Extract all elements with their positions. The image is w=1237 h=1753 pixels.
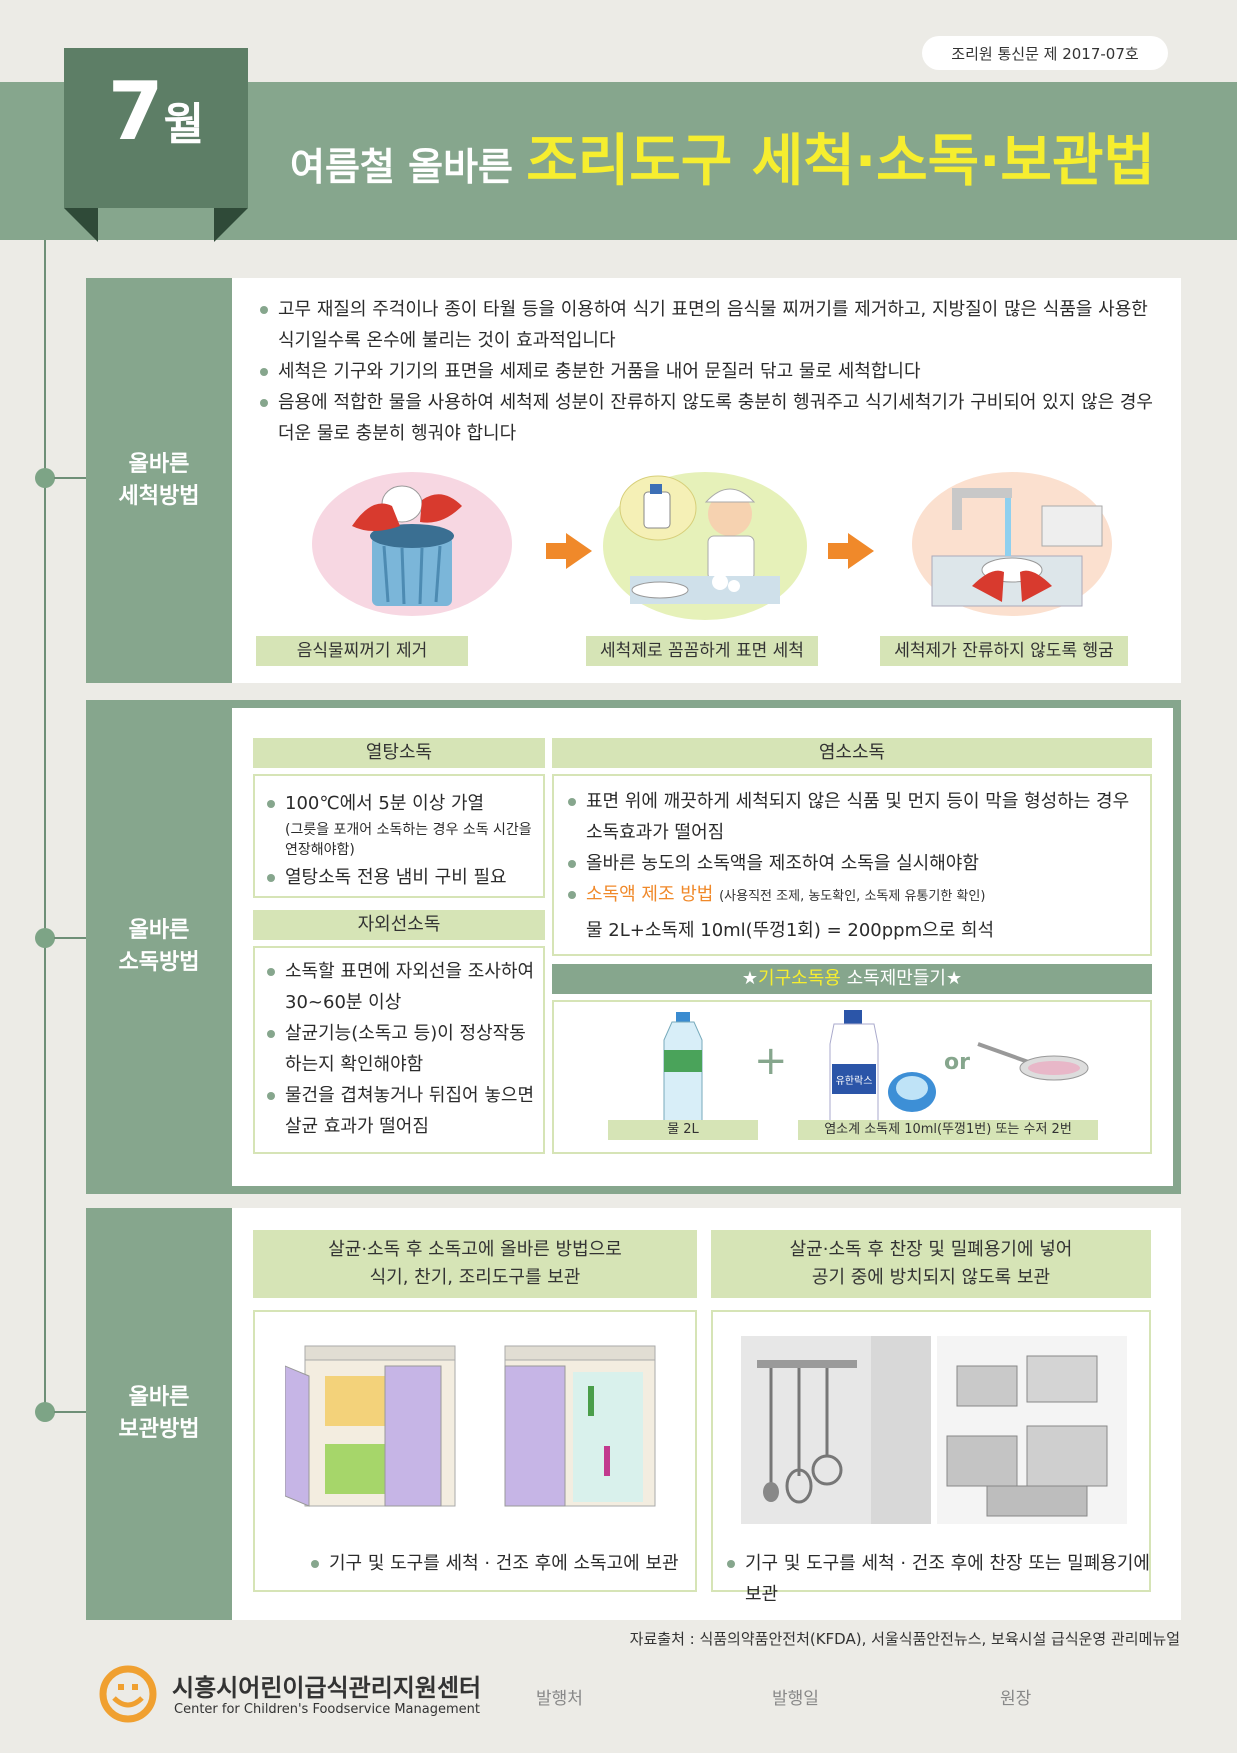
plus-icon: + [754,1038,788,1084]
center-name-en: Center for Children's Foodservice Manage… [174,1702,480,1717]
water-label: 물 2L [608,1120,758,1140]
sterilizer-cabinet-illustration [285,1345,456,1507]
make-box: + 유한락스 or 물 2L 염소계 소독제 10ml(뚜껑1번) 또는 수저 … [552,1000,1152,1154]
timeline-dot-wash [35,468,55,488]
timeline-connector [54,937,86,939]
or-label: or [944,1050,970,1075]
timeline-dot-disinfect [35,928,55,948]
washing-illustration [603,472,807,620]
make-title-accent: 기구소독용 [758,968,841,989]
step-caption: 세척제로 꼼꼼하게 표면 세척 [586,636,818,666]
step-caption: 세척제가 잔류하지 않도록 헹굼 [880,636,1128,666]
arrow-right-icon [566,533,592,569]
wash-bullets: 고무 재질의 주걱이나 종이 타월 등을 이용하여 식기 표면의 음식물 찌꺼기… [256,294,1156,449]
list-item: 기구 및 도구를 세척 · 건조 후에 찬장 또는 밀폐용기에 보관 [723,1548,1153,1610]
uv-title: 자외선소독 [253,910,545,940]
issue-number: 조리원 통신문 제 2017-07호 [922,36,1168,70]
month-tab-fold-right [214,208,248,242]
spoon-icon [977,1042,1089,1081]
chlorine-box: 표면 위에 깨끗하게 세척되지 않은 식품 및 먼지 등이 막을 형성하는 경우… [552,774,1152,956]
list-item: 기구 및 도구를 세척 · 건조 후에 소독고에 보관 [307,1548,687,1579]
rinsing-illustration [912,472,1112,616]
month-tab-fold-left [64,208,98,242]
chlorine-title: 염소소독 [552,738,1152,768]
list-item: 살균기능(소독고 등)이 정상작동 하는지 확인해야함 [263,1018,539,1080]
section-label-storage: 올바른 보관방법 [86,1208,232,1620]
heat-title: 열탕소독 [253,738,545,768]
uv-box: 소독할 표면에 자외선을 조사하여 30~60분 이상 살균기능(소독고 등)이… [253,946,545,1154]
list-item: 세척은 기구와 기기의 표면을 세제로 충분한 거품을 내어 문질러 닦고 물로… [256,356,1156,387]
list-item: 고무 재질의 주걱이나 종이 타월 등을 이용하여 식기 표면의 음식물 찌꺼기… [256,294,1156,356]
section-body-wash: 고무 재질의 주걱이나 종이 타월 등을 이용하여 식기 표면의 음식물 찌꺼기… [232,278,1181,683]
page-title: 여름철 올바른 조리도구 세척·소독·보관법 [290,116,1155,197]
list-item: 음용에 적합한 물을 사용하여 세척제 성분이 잔류하지 않도록 충분히 헹궈주… [256,387,1156,449]
arrow-right-icon [546,543,568,559]
timeline-line [44,240,46,1415]
recipe-formula: 물 2L+소독제 10ml(뚜껑1회) = 200ppm으로 희석 [586,920,995,941]
storage-right-head: 살균·소독 후 찬장 및 밀폐용기에 넣어 공기 중에 방치되지 않도록 보관 [711,1230,1151,1298]
bottle-cap-icon [888,1072,936,1112]
bleach-brand: 유한락스 [835,1076,873,1087]
star-icon: ★ [945,968,963,989]
list-item: 표면 위에 깨끗하게 세척되지 않은 식품 및 먼지 등이 막을 형성하는 경우… [564,786,1144,848]
list-item: 열탕소독 전용 냄비 구비 필요 [263,862,539,893]
make-title: ★기구소독용 소독제만들기★ [552,964,1152,994]
list-item: 100℃에서 5분 이상 가열 [263,788,539,819]
recipe-note: (사용직전 조제, 농도확인, 소독제 유통기한 확인) [719,889,986,904]
section-label-disinfect: 올바른 소독방법 [86,700,232,1194]
director-label: 원장 [1000,1689,1032,1709]
bleach-label: 염소계 소독제 10ml(뚜껑1번) 또는 수저 2번 [798,1120,1098,1140]
publisher-label: 발행처 [536,1689,583,1709]
list-item: 올바른 농도의 소독액을 제조하여 소독을 실시해야함 [564,848,1144,879]
date-label: 발행일 [772,1689,819,1709]
arrow-right-icon [828,543,850,559]
center-logo-icon [99,1665,157,1723]
list-item: 소독액 제조 방법 (사용직전 조제, 농도확인, 소독제 유통기한 확인) [564,879,1144,910]
sealed-containers-illustration [937,1336,1127,1524]
section-label-wash: 올바른 세척방법 [86,278,232,683]
scraping-illustration [312,472,512,616]
month-tab [64,48,248,208]
month-number: 7 [107,65,164,158]
sterilizer-cabinet-illustration [504,1345,656,1507]
heat-note: (그릇을 포개어 소독하는 경우 소독 시간을 연장해야함) [285,822,532,858]
water-bottle-icon [663,1012,703,1127]
storage-left-box: 기구 및 도구를 세척 · 건조 후에 소독고에 보관 [253,1310,697,1592]
list-item: 물건을 겹쳐놓거나 뒤집어 놓으면 살균 효과가 떨어짐 [263,1080,539,1142]
star-icon: ★ [741,968,759,989]
month-label: 7월 [64,72,248,152]
storage-left-head: 살균·소독 후 소독고에 올바른 방법으로 식기, 찬기, 조리도구를 보관 [253,1230,697,1298]
timeline-connector [54,1411,86,1413]
title-prefix: 여름철 올바른 [290,145,527,189]
month-unit: 월 [163,99,205,150]
list-item: 소독할 표면에 자외선을 조사하여 30~60분 이상 [263,956,539,1018]
bleach-bottle-icon [829,1010,879,1125]
title-main: 조리도구 세척·소독·보관법 [526,129,1155,194]
utensil-rack-illustration [741,1336,931,1524]
arrow-right-icon [848,533,874,569]
timeline-dot-storage [35,1402,55,1422]
timeline-connector [54,477,86,479]
recipe-title: 소독액 제조 방법 [586,884,714,905]
storage-right-box: 기구 및 도구를 세척 · 건조 후에 찬장 또는 밀폐용기에 보관 [711,1310,1151,1605]
source-note: 자료출처 : 식품의약품안전처(KFDA), 서울식품안전뉴스, 보육시설 급식… [629,1630,1180,1648]
center-name-ko: 시흥시어린이급식관리지원센터 [172,1674,482,1702]
heat-box: 100℃에서 5분 이상 가열 (그릇을 포개어 소독하는 경우 소독 시간을 … [253,774,545,898]
step-caption: 음식물찌꺼기 제거 [256,636,468,666]
make-title-rest: 소독제만들기 [840,968,946,989]
